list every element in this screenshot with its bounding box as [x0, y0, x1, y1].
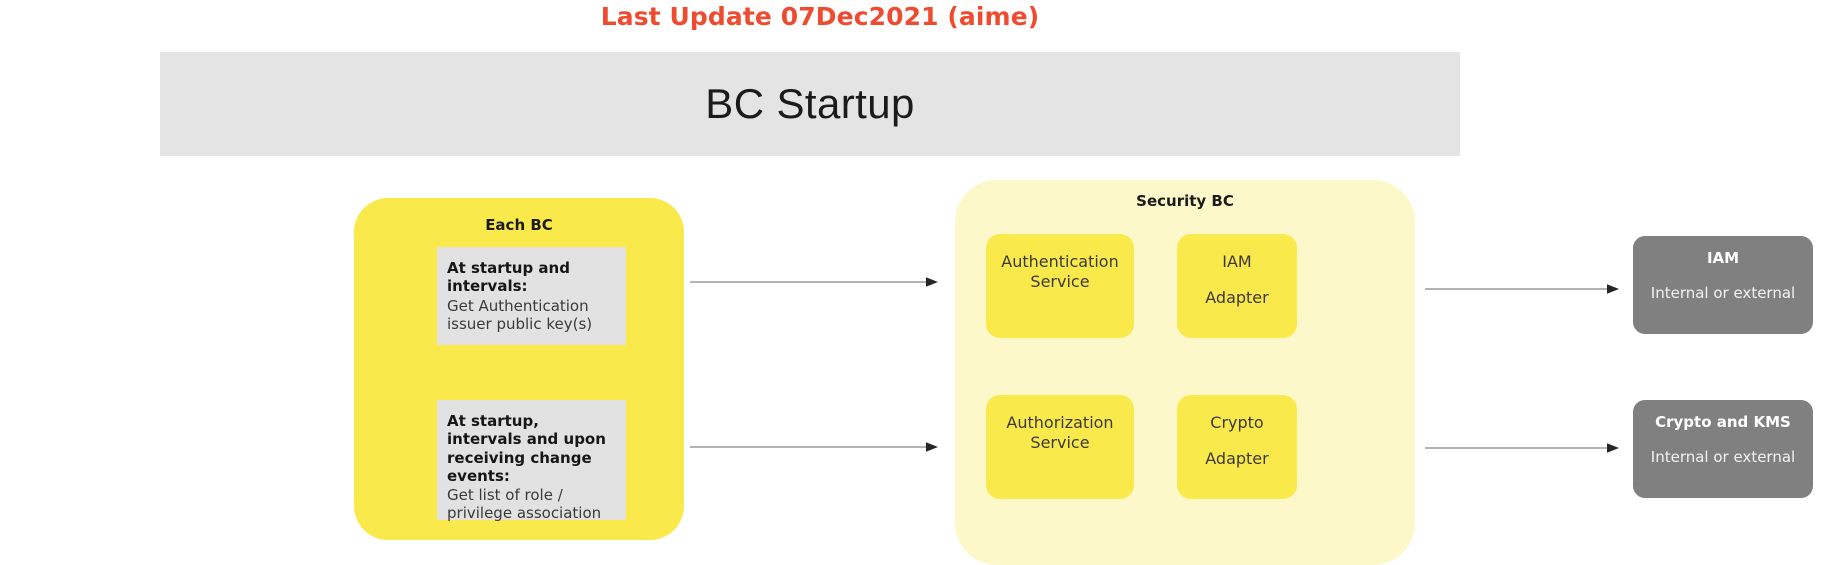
- service-line-2: Adapter: [1205, 288, 1269, 308]
- each-bc-title: Each BC: [485, 216, 553, 234]
- note-label: At startup, intervals and upon receiving…: [447, 412, 606, 485]
- arrow-eachbc-to-authentication-icon: [690, 277, 938, 287]
- service-line-2: Service: [1030, 272, 1090, 292]
- service-line-1: Crypto: [1210, 413, 1264, 432]
- each-bc-note-change-events: At startup, intervals and upon receiving…: [437, 400, 626, 523]
- last-update-label: Last Update 07Dec2021 (aime): [600, 2, 1040, 31]
- note-body: Get Authentication issuer public key(s): [447, 296, 593, 333]
- arrow-crypto-adapter-to-crypto-kms-icon: [1425, 443, 1619, 453]
- service-line-1: Authorization: [1006, 413, 1114, 432]
- each-bc-group: Each BC At startup and intervals: Get Au…: [354, 198, 684, 540]
- authentication-service-box: Authentication Service: [986, 234, 1134, 338]
- note-label: At startup and intervals:: [447, 259, 570, 296]
- external-crypto-kms-box: Crypto and KMS Internal or external: [1633, 400, 1813, 498]
- service-line-1: Authentication: [1001, 252, 1119, 271]
- crypto-adapter-box: Crypto Adapter: [1177, 395, 1297, 499]
- arrow-iam-adapter-to-iam-icon: [1425, 284, 1619, 294]
- note-body: Get list of role / privilege association: [447, 486, 602, 523]
- service-line-2: Adapter: [1205, 449, 1269, 469]
- page-title: BC Startup: [705, 80, 915, 127]
- diagram-header-bar: BC Startup: [160, 52, 1460, 156]
- external-subtitle: Internal or external: [1650, 448, 1796, 466]
- each-bc-note-startup-intervals: At startup and intervals: Get Authentica…: [437, 247, 626, 345]
- service-line-1: IAM: [1222, 252, 1252, 271]
- authorization-service-box: Authorization Service: [986, 395, 1134, 499]
- security-bc-title: Security BC: [1136, 192, 1234, 210]
- external-subtitle: Internal or external: [1650, 284, 1796, 302]
- iam-adapter-box: IAM Adapter: [1177, 234, 1297, 338]
- service-line-2: Service: [1030, 433, 1090, 453]
- arrow-eachbc-to-authorization-icon: [690, 442, 938, 452]
- external-iam-box: IAM Internal or external: [1633, 236, 1813, 334]
- external-title: Crypto and KMS: [1655, 413, 1791, 431]
- external-title: IAM: [1706, 249, 1740, 267]
- security-bc-group: Security BC Authentication Service IAM A…: [955, 180, 1415, 565]
